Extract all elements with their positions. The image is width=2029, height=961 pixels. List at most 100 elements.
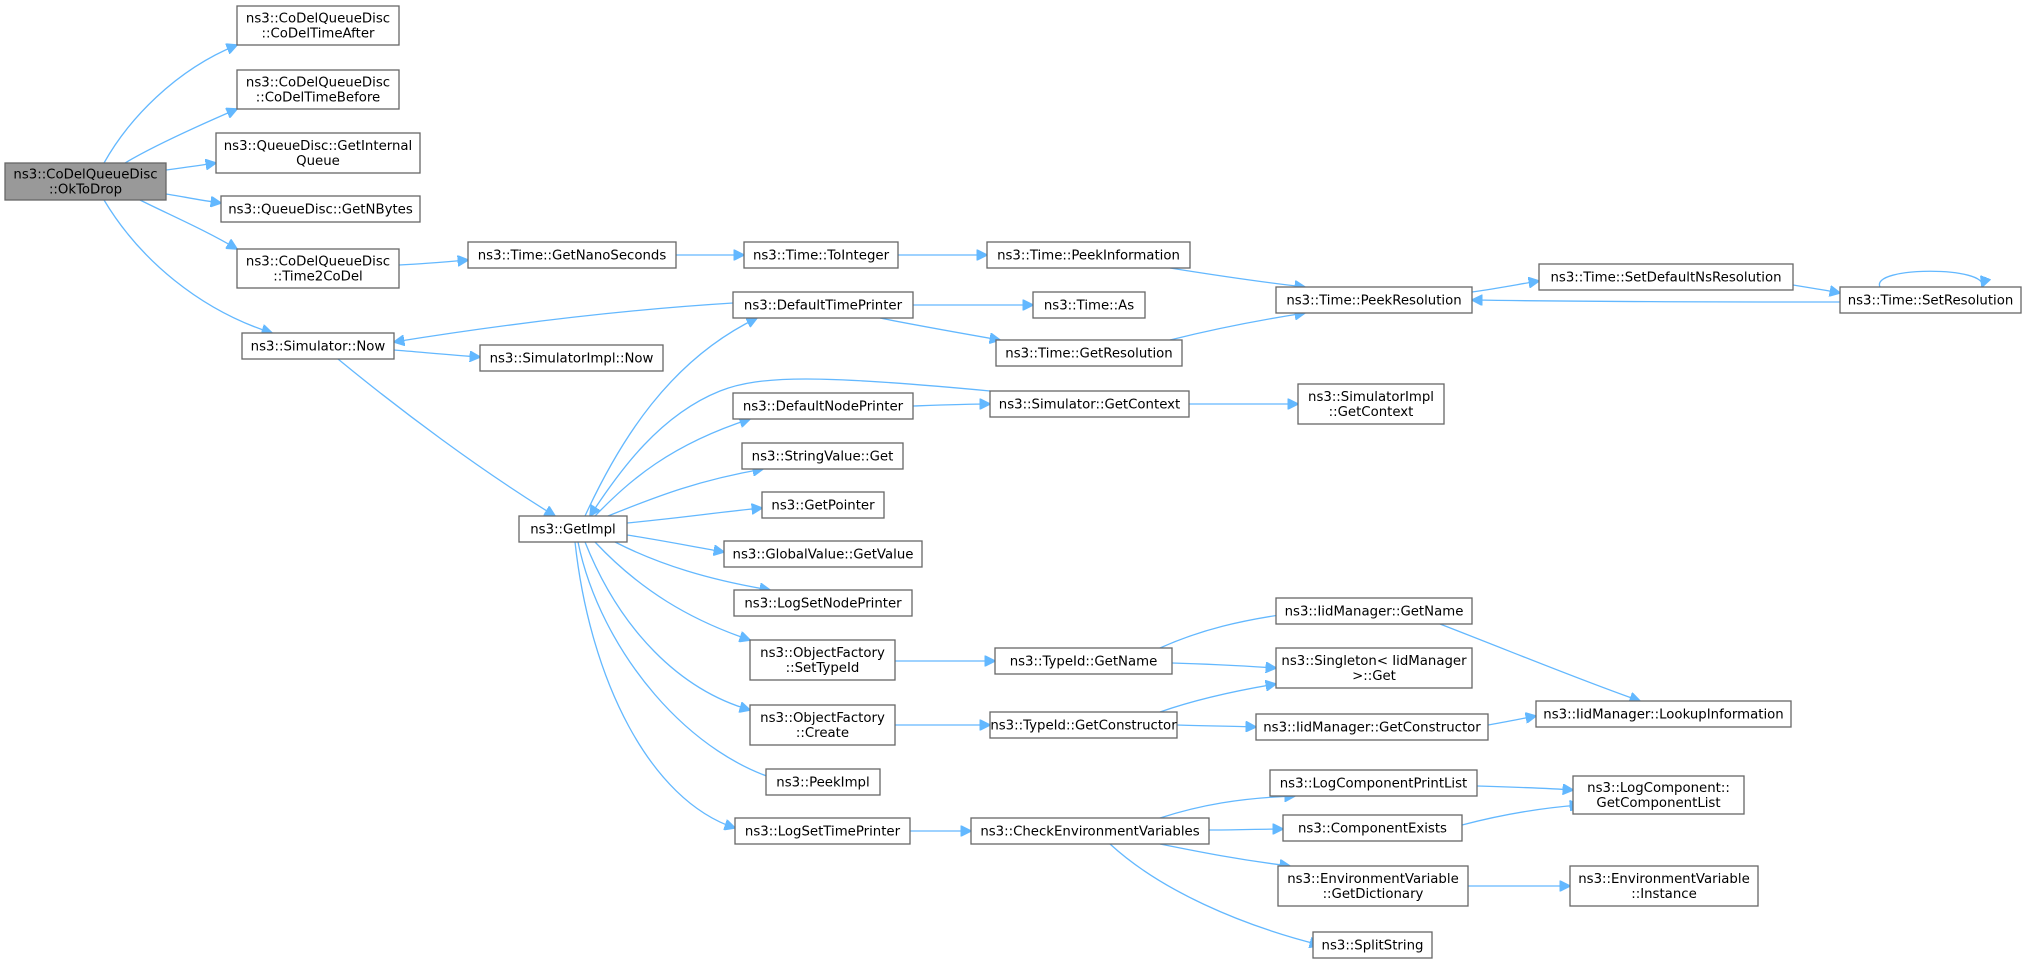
node-box[interactable] bbox=[467, 241, 677, 269]
node-label: ns3::SimulatorImpl::Now bbox=[490, 352, 654, 367]
node-box[interactable] bbox=[241, 332, 395, 360]
node-box[interactable] bbox=[518, 515, 628, 543]
node-simimplgetcontext[interactable]: ns3::SimulatorImpl::GetContext bbox=[1297, 383, 1445, 425]
node-box[interactable] bbox=[994, 647, 1173, 675]
node-box[interactable] bbox=[236, 69, 400, 110]
node-simgetcontext[interactable]: ns3::Simulator::GetContext bbox=[989, 390, 1190, 418]
node-envinstance[interactable]: ns3::EnvironmentVariable::Instance bbox=[1569, 865, 1759, 907]
node-box[interactable] bbox=[1535, 700, 1792, 728]
node-box[interactable] bbox=[1839, 286, 2022, 314]
node-singletonget[interactable]: ns3::Singleton< IidManager>::Get bbox=[1275, 647, 1473, 689]
node-box[interactable] bbox=[236, 5, 400, 46]
node-compexists[interactable]: ns3::ComponentExists bbox=[1282, 814, 1463, 842]
node-box[interactable] bbox=[749, 704, 896, 746]
node-defnodeprinter[interactable]: ns3::DefaultNodePrinter bbox=[732, 392, 914, 420]
node-timeas[interactable]: ns3::Time::As bbox=[1032, 291, 1146, 319]
node-box[interactable] bbox=[479, 344, 664, 372]
node-box[interactable] bbox=[761, 491, 885, 519]
edge-iidgetctor-to-iidlookup bbox=[1487, 716, 1536, 726]
node-iidlookup[interactable]: ns3::IidManager::LookupInformation bbox=[1535, 700, 1792, 728]
node-objfactcreate[interactable]: ns3::ObjectFactory::Create bbox=[749, 704, 896, 746]
node-tointeger[interactable]: ns3::Time::ToInteger bbox=[743, 241, 899, 269]
node-logsettimeprinter[interactable]: ns3::LogSetTimePrinter bbox=[734, 817, 911, 845]
node-box[interactable] bbox=[1255, 713, 1489, 741]
node-logcompgetlist[interactable]: ns3::LogComponent::GetComponentList bbox=[1572, 775, 1745, 815]
node-after[interactable]: ns3::CoDelQueueDisc::CoDelTimeAfter bbox=[236, 5, 400, 46]
node-box[interactable] bbox=[1282, 814, 1463, 842]
node-box[interactable] bbox=[1032, 291, 1146, 319]
node-box[interactable] bbox=[1312, 931, 1433, 959]
node-box[interactable] bbox=[1538, 263, 1794, 291]
node-objfactsettypeid[interactable]: ns3::ObjectFactory::SetTypeId bbox=[749, 639, 896, 681]
node-box[interactable] bbox=[1275, 597, 1473, 625]
node-typeidgetctor[interactable]: ns3::TypeId::GetConstructor bbox=[989, 711, 1178, 739]
node-logcompprintlist[interactable]: ns3::LogComponentPrintList bbox=[1269, 769, 1478, 797]
node-box[interactable] bbox=[1275, 286, 1473, 314]
node-box[interactable] bbox=[4, 162, 167, 201]
node-label: ns3::Time::As bbox=[1044, 299, 1134, 314]
edge-getimpl-to-logsettimeprinter bbox=[574, 541, 735, 828]
node-getpointer[interactable]: ns3::GetPointer bbox=[761, 491, 885, 519]
node-iidgetctor[interactable]: ns3::IidManager::GetConstructor bbox=[1255, 713, 1489, 741]
node-getimpl[interactable]: ns3::GetImpl bbox=[518, 515, 628, 543]
node-splitstring[interactable]: ns3::SplitString bbox=[1312, 931, 1433, 959]
node-peekres[interactable]: ns3::Time::PeekResolution bbox=[1275, 286, 1473, 314]
node-getnano[interactable]: ns3::Time::GetNanoSeconds bbox=[467, 241, 677, 269]
edge-getimpl-to-deftimeprinter bbox=[584, 318, 757, 517]
node-box[interactable] bbox=[741, 442, 904, 470]
node-stringvalueget[interactable]: ns3::StringValue::Get bbox=[741, 442, 904, 470]
node-box[interactable] bbox=[732, 392, 914, 420]
node-oktodrop[interactable]: ns3::CoDelQueueDisc::OkToDrop bbox=[4, 162, 167, 201]
node-box[interactable] bbox=[1277, 865, 1469, 907]
node-getresolution[interactable]: ns3::Time::GetResolution bbox=[995, 339, 1183, 367]
edge-getimpl-to-logsetnodeprinter bbox=[614, 541, 770, 590]
node-simnow[interactable]: ns3::Simulator::Now bbox=[241, 332, 395, 360]
node-box[interactable] bbox=[732, 291, 914, 319]
edge-typeidgetname-to-singletonget bbox=[1171, 663, 1276, 668]
edge-peekinfo-to-peekres bbox=[1169, 267, 1305, 287]
node-box[interactable] bbox=[970, 817, 1210, 845]
node-box[interactable] bbox=[765, 768, 881, 796]
edges-layer bbox=[103, 45, 1982, 945]
node-box[interactable] bbox=[989, 711, 1178, 739]
node-simimplnow[interactable]: ns3::SimulatorImpl::Now bbox=[479, 344, 664, 372]
node-logsetnodeprinter[interactable]: ns3::LogSetNodePrinter bbox=[733, 589, 913, 617]
node-box[interactable] bbox=[1269, 769, 1478, 797]
node-box[interactable] bbox=[215, 132, 421, 174]
node-label: ns3::CheckEnvironmentVariables bbox=[980, 825, 1199, 840]
node-setres[interactable]: ns3::Time::SetResolution bbox=[1839, 286, 2022, 314]
node-deftimeprinter[interactable]: ns3::DefaultTimePrinter bbox=[732, 291, 914, 319]
node-peekimpl[interactable]: ns3::PeekImpl bbox=[765, 768, 881, 796]
node-box[interactable] bbox=[749, 639, 896, 681]
node-envgetdict[interactable]: ns3::EnvironmentVariable::GetDictionary bbox=[1277, 865, 1469, 907]
node-label: ::GetContext bbox=[1329, 405, 1414, 420]
node-label: ns3::Simulator::GetContext bbox=[999, 398, 1180, 413]
node-before[interactable]: ns3::CoDelQueueDisc::CoDelTimeBefore bbox=[236, 69, 400, 110]
node-box[interactable] bbox=[743, 241, 899, 269]
node-box[interactable] bbox=[220, 195, 421, 223]
node-globalvalueget[interactable]: ns3::GlobalValue::GetValue bbox=[723, 540, 923, 568]
node-label: ns3::CoDelQueueDisc bbox=[246, 255, 390, 270]
node-box[interactable] bbox=[986, 241, 1191, 269]
node-checkenv[interactable]: ns3::CheckEnvironmentVariables bbox=[970, 817, 1210, 845]
edge-typeidgetctor-to-iidgetctor bbox=[1176, 725, 1256, 727]
edge-checkenv-to-splitstring bbox=[1109, 843, 1320, 945]
node-box[interactable] bbox=[1275, 647, 1473, 689]
node-box[interactable] bbox=[733, 589, 913, 617]
node-box[interactable] bbox=[995, 339, 1183, 367]
node-box[interactable] bbox=[989, 390, 1190, 418]
node-iidgetname[interactable]: ns3::IidManager::GetName bbox=[1275, 597, 1473, 625]
node-label: ns3::LogSetNodePrinter bbox=[744, 597, 902, 612]
node-getnbytes[interactable]: ns3::QueueDisc::GetNBytes bbox=[220, 195, 421, 223]
node-typeidgetname[interactable]: ns3::TypeId::GetName bbox=[994, 647, 1173, 675]
node-box[interactable] bbox=[1569, 865, 1759, 907]
node-box[interactable] bbox=[734, 817, 911, 845]
node-setdefns[interactable]: ns3::Time::SetDefaultNsResolution bbox=[1538, 263, 1794, 291]
node-time2codel[interactable]: ns3::CoDelQueueDisc::Time2CoDel bbox=[236, 248, 400, 289]
node-peekinfo[interactable]: ns3::Time::PeekInformation bbox=[986, 241, 1191, 269]
node-box[interactable] bbox=[1572, 775, 1745, 815]
node-box[interactable] bbox=[236, 248, 400, 289]
node-box[interactable] bbox=[723, 540, 923, 568]
node-box[interactable] bbox=[1297, 383, 1445, 425]
